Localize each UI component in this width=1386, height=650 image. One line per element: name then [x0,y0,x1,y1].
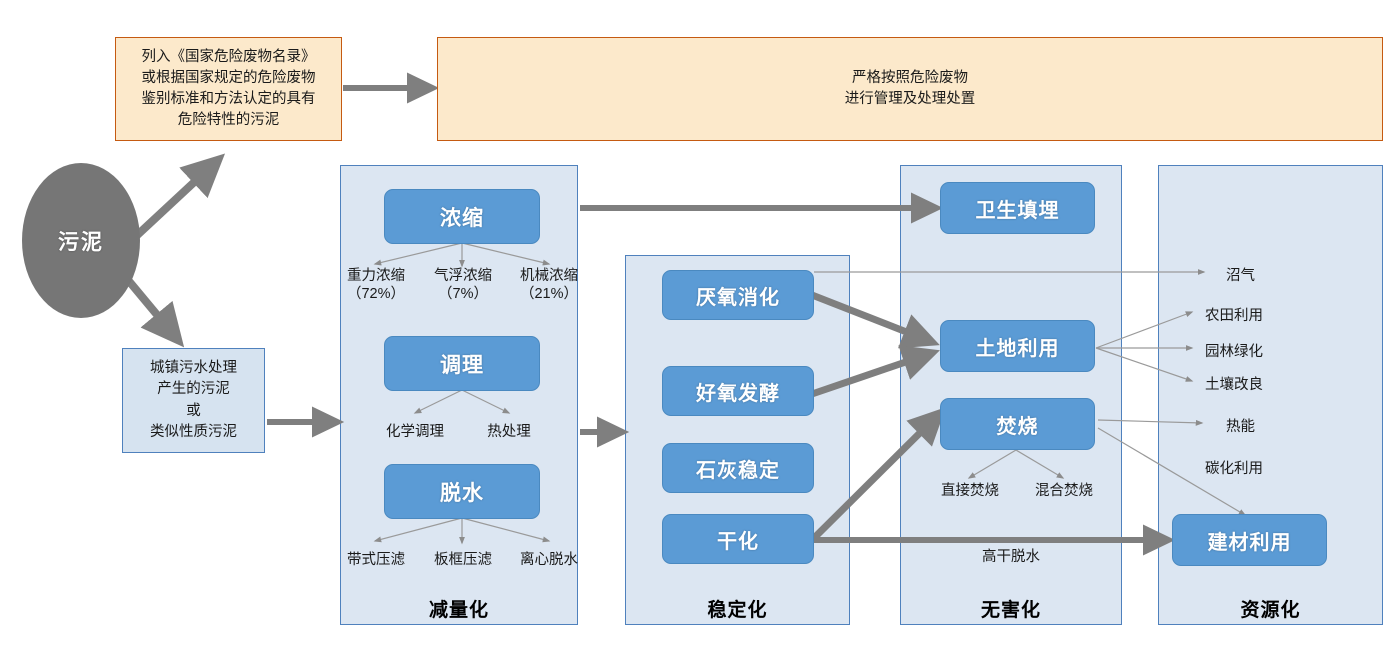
node-drying[interactable]: 干化 [662,514,814,564]
municipal-line-3: 或 [186,402,201,419]
output-landscaping: 园林绿化 [1205,344,1263,360]
node-building-material-use-label: 建材利用 [1207,531,1292,554]
node-dewatering[interactable]: 脱水 [384,464,540,519]
municipal-line-4: 类似性质污泥 [150,423,237,440]
hazard-management-banner[interactable]: 严格按照危险废物 进行管理及处理处置 [437,37,1383,141]
sublabel-belt-press: 带式压滤 [347,552,405,568]
panel-harmless [900,165,1122,625]
municipal-line-1: 城镇污水处理 [150,360,237,377]
hazard-line-2: 或根据国家规定的危险废物 [141,69,316,86]
node-dewatering-label: 脱水 [440,481,484,505]
panel-title-harmless: 无害化 [980,600,1041,621]
sublabel-chemical-conditioning: 化学调理 [386,424,444,440]
municipal-line-2: 产生的污泥 [157,381,230,398]
hazard-waste-criteria-box[interactable]: 列入《国家危险废物名录》 或根据国家规定的危险废物 鉴别标准和方法认定的具有 危… [115,37,342,141]
sublabel-flotation-thickening-pct: （7%） [438,286,488,303]
municipal-sludge-box[interactable]: 城镇污水处理 产生的污泥 或 类似性质污泥 [122,348,265,453]
sublabel-flotation-thickening: 气浮浓缩 （7%） [427,267,499,303]
sublabel-centrifugal-dewatering: 离心脱水 [520,552,578,568]
output-soil-improvement: 土壤改良 [1205,377,1263,393]
node-building-material-use[interactable]: 建材利用 [1172,514,1327,566]
panel-title-reduction: 减量化 [428,600,489,621]
node-drying-label: 干化 [717,530,759,553]
edge-label-high-dry-dewatering: 高干脱水 [982,549,1040,565]
node-aerobic-fermentation-label: 好氧发酵 [696,382,780,405]
node-conditioning-label: 调理 [440,353,484,377]
node-thickening-label: 浓缩 [440,206,484,230]
sublabel-flotation-thickening-name: 气浮浓缩 [434,268,492,284]
sublabel-mechanical-thickening: 机械浓缩 （21%） [513,267,585,303]
sublabel-co-incineration: 混合焚烧 [1035,483,1093,499]
source-node-label: 污泥 [58,230,104,254]
sublabel-gravity-thickening-pct: （72%） [346,286,406,303]
node-anaerobic-digestion-label: 厌氧消化 [696,286,780,309]
panel-title-stabilization: 稳定化 [707,600,768,621]
node-aerobic-fermentation[interactable]: 好氧发酵 [662,366,814,416]
banner-line-2: 进行管理及处理处置 [844,91,976,107]
sublabel-plate-frame-press: 板框压滤 [434,552,492,568]
municipal-sludge-text: 城镇污水处理 产生的污泥 或 类似性质污泥 [150,358,237,442]
node-sanitary-landfill[interactable]: 卫生填埋 [940,182,1095,234]
output-thermal-energy: 热能 [1226,419,1255,435]
hazard-waste-criteria-text: 列入《国家危险废物名录》 或根据国家规定的危险废物 鉴别标准和方法认定的具有 危… [142,47,316,131]
node-lime-stabilization[interactable]: 石灰稳定 [662,443,814,493]
hazard-management-text: 严格按照危险废物 进行管理及处理处置 [845,68,976,110]
sublabel-gravity-thickening-name: 重力浓缩 [347,268,405,284]
output-farmland-use: 农田利用 [1205,308,1263,324]
panel-title-resource: 资源化 [1240,600,1301,621]
sublabel-mechanical-thickening-name: 机械浓缩 [520,268,578,284]
node-conditioning[interactable]: 调理 [384,336,540,391]
node-incineration[interactable]: 焚烧 [940,398,1095,450]
hazard-line-4: 危险特性的污泥 [177,112,280,129]
node-lime-stabilization-label: 石灰稳定 [696,459,780,482]
sublabel-gravity-thickening: 重力浓缩 （72%） [340,267,412,303]
sublabel-direct-incineration: 直接焚烧 [941,483,999,499]
node-land-use[interactable]: 土地利用 [940,320,1095,372]
output-carbonization-use: 碳化利用 [1205,461,1263,477]
banner-line-1: 严格按照危险废物 [852,69,968,86]
sublabel-mechanical-thickening-pct: （21%） [519,286,579,303]
hazard-line-1: 列入《国家危险废物名录》 [141,48,316,65]
node-anaerobic-digestion[interactable]: 厌氧消化 [662,270,814,320]
node-incineration-label: 焚烧 [996,415,1039,438]
node-land-use-label: 土地利用 [975,337,1060,360]
sublabel-thermal-treatment: 热处理 [487,424,531,440]
source-node-sludge[interactable]: 污泥 [22,163,140,318]
node-sanitary-landfill-label: 卫生填埋 [975,199,1060,222]
hazard-line-3: 鉴别标准和方法认定的具有 [141,91,316,107]
output-biogas: 沼气 [1226,268,1255,284]
node-thickening[interactable]: 浓缩 [384,189,540,244]
